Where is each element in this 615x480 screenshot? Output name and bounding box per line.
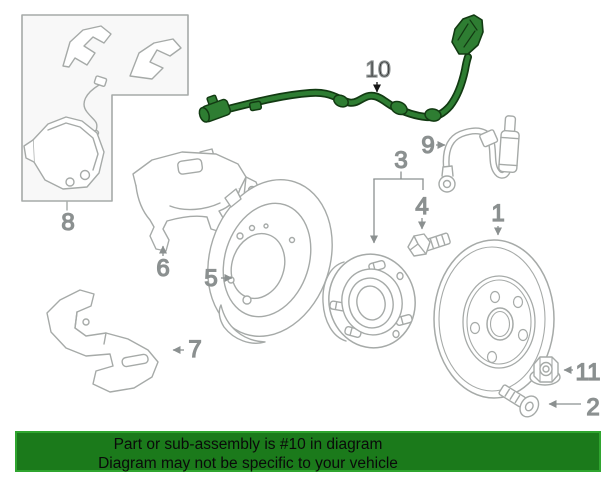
retaining-clip-left bbox=[62, 25, 112, 68]
callout-1-label: 1 bbox=[491, 200, 504, 227]
brake-hose-group bbox=[438, 115, 520, 193]
brake-rotor-group bbox=[433, 239, 555, 399]
rotor-screw-group bbox=[498, 384, 540, 418]
abs-sensor-harness-group bbox=[198, 14, 484, 123]
callouts: 1 2 3 4 5 6 7 8 9 10 11 bbox=[61, 55, 601, 421]
hub-bearing-group bbox=[322, 253, 416, 349]
callout-10-label: 10 bbox=[365, 56, 391, 82]
banner-text: Part or sub-assembly is #10 in diagram D… bbox=[17, 433, 479, 474]
caliper-bracket-group bbox=[46, 289, 159, 393]
hub-bolt-group bbox=[407, 232, 451, 257]
callout-9-label: 9 bbox=[421, 132, 434, 159]
rotor-lug-holes bbox=[469, 290, 529, 364]
callout-2-label: 2 bbox=[586, 394, 599, 421]
banner-line1: Part or sub-assembly is #10 in diagram bbox=[113, 436, 383, 453]
harness-sensor-head bbox=[451, 14, 484, 55]
callout-3-bracket bbox=[373, 171, 424, 190]
callout-7-label: 7 bbox=[188, 336, 201, 363]
callout-5-label: 5 bbox=[204, 265, 217, 292]
callout-3-label: 3 bbox=[394, 147, 407, 174]
harness-grommets bbox=[248, 94, 442, 122]
harness-wire bbox=[225, 54, 471, 120]
banner-line2: Diagram may not be specific to your vehi… bbox=[98, 454, 398, 472]
lug-nut-group bbox=[529, 356, 561, 386]
callout-11-label: 11 bbox=[576, 359, 601, 386]
splash-shield-group bbox=[207, 178, 333, 344]
brake-pad bbox=[23, 116, 105, 190]
callout-8-label: 8 bbox=[61, 209, 74, 236]
retaining-clip-right bbox=[129, 38, 182, 80]
callout-4-label: 4 bbox=[415, 193, 428, 220]
harness-connector-left bbox=[198, 94, 232, 123]
highlight-banner: Part or sub-assembly is #10 in diagram D… bbox=[15, 431, 601, 472]
brake-pad-kit-group bbox=[21, 14, 189, 211]
harness-wire-outline bbox=[224, 53, 472, 122]
callout-6-label: 6 bbox=[156, 255, 169, 282]
